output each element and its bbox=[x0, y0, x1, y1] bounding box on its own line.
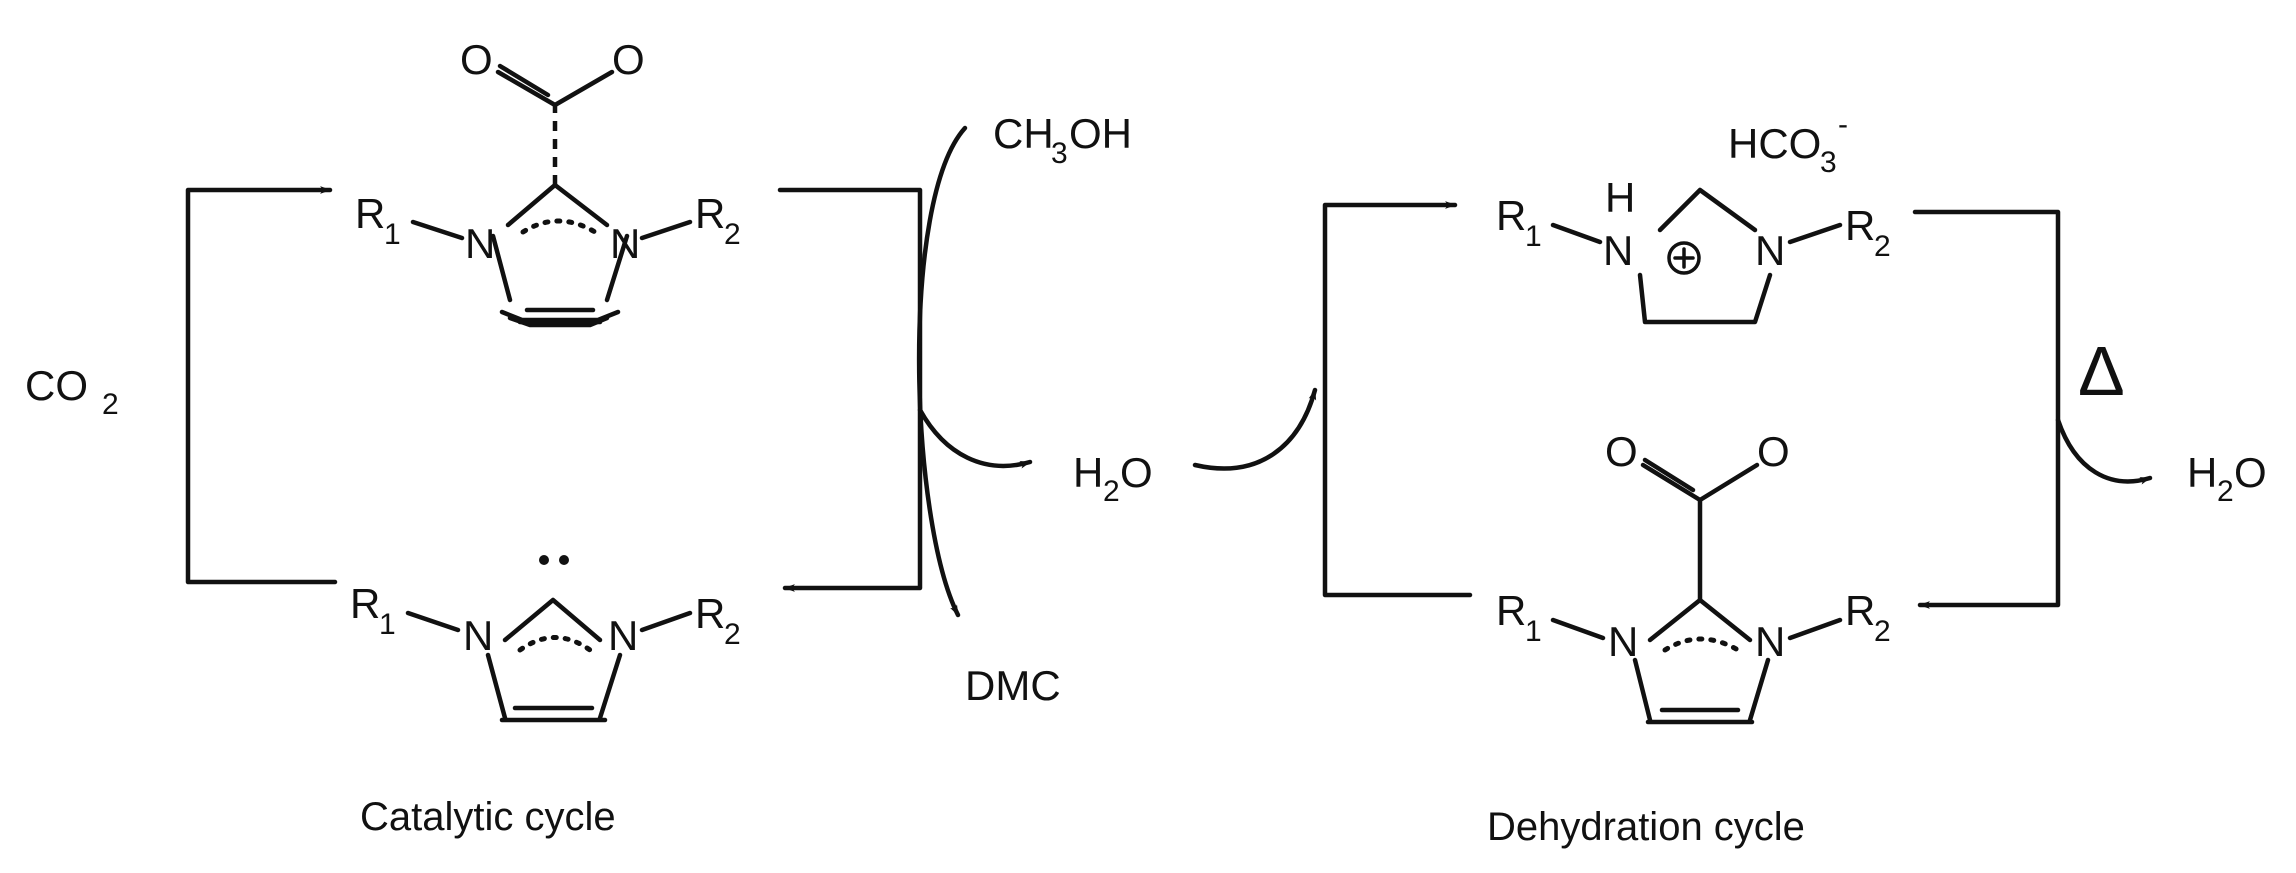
catalytic-cycle: CO 2 CH 3 OH H 2 O DMC bbox=[25, 36, 1153, 839]
delta-label: Δ bbox=[2078, 332, 2125, 410]
positive-charge-icon bbox=[1667, 241, 1701, 275]
svg-text:R: R bbox=[695, 590, 725, 637]
water-release-arrow-2 bbox=[2055, 417, 2153, 485]
svg-text:1: 1 bbox=[379, 608, 396, 641]
svg-text:H: H bbox=[1605, 174, 1635, 221]
svg-text:-: - bbox=[1838, 108, 1848, 141]
nhc-co2-adduct-2: O O N N R 1 R 2 bbox=[1496, 428, 1891, 725]
svg-text:R: R bbox=[1845, 587, 1875, 634]
water-transfer-arrow bbox=[1192, 387, 1318, 471]
svg-text:2: 2 bbox=[102, 388, 119, 421]
svg-text:2: 2 bbox=[724, 618, 741, 651]
dehydration-arrow bbox=[1912, 209, 2061, 609]
svg-text:R: R bbox=[1496, 587, 1526, 634]
svg-text:O: O bbox=[1120, 449, 1153, 496]
co2-label: CO 2 bbox=[25, 362, 119, 421]
dmc-label: DMC bbox=[965, 662, 1061, 709]
methanol-curve-arrow bbox=[916, 125, 968, 618]
svg-text:2: 2 bbox=[724, 218, 741, 251]
svg-text:N: N bbox=[465, 220, 495, 267]
methanol-reaction-arrow bbox=[777, 187, 923, 592]
svg-text:R: R bbox=[1496, 192, 1526, 239]
bicarbonate-label: HCO 3 - bbox=[1728, 108, 1848, 179]
svg-text:O: O bbox=[1757, 428, 1790, 475]
svg-text:2: 2 bbox=[2217, 475, 2234, 508]
svg-text:N: N bbox=[608, 612, 638, 659]
svg-text:R: R bbox=[695, 190, 725, 237]
svg-text:2: 2 bbox=[1103, 475, 1120, 508]
svg-text:N: N bbox=[1608, 618, 1638, 665]
methanol-label: CH 3 OH bbox=[993, 110, 1132, 170]
co2-uptake-arrow bbox=[185, 186, 338, 585]
free-carbene: N N R 1 R 2 bbox=[350, 555, 741, 723]
svg-text:HCO: HCO bbox=[1728, 120, 1821, 167]
svg-text:R: R bbox=[350, 580, 380, 627]
svg-text:N: N bbox=[1755, 227, 1785, 274]
svg-text:O: O bbox=[2234, 449, 2267, 496]
svg-text:O: O bbox=[612, 36, 645, 83]
catalytic-cycle-caption: Catalytic cycle bbox=[360, 795, 616, 839]
svg-text:N: N bbox=[463, 612, 493, 659]
water-label-2: H 2 O bbox=[2187, 449, 2267, 508]
svg-text:3: 3 bbox=[1051, 137, 1068, 170]
svg-text:OH: OH bbox=[1069, 110, 1132, 157]
dehydration-cycle: Δ H 2 O HCO 3 - N H N R 1 R 2 bbox=[1192, 108, 2267, 849]
dehydration-cycle-caption: Dehydration cycle bbox=[1487, 805, 1805, 849]
svg-text:H: H bbox=[1073, 449, 1103, 496]
svg-text:O: O bbox=[1605, 428, 1638, 475]
svg-text:1: 1 bbox=[1525, 220, 1542, 253]
imidazolinium-cation: N H N R 1 R 2 bbox=[1496, 174, 1891, 325]
svg-text:1: 1 bbox=[384, 218, 401, 251]
water-label-1: H 2 O bbox=[1073, 449, 1153, 508]
svg-text:N: N bbox=[1603, 227, 1633, 274]
svg-text:CO: CO bbox=[25, 362, 88, 409]
svg-text:1: 1 bbox=[1525, 615, 1542, 648]
svg-text:3: 3 bbox=[1820, 146, 1837, 179]
svg-text:O: O bbox=[460, 36, 493, 83]
svg-text:R: R bbox=[1845, 202, 1875, 249]
hydration-arrow bbox=[1322, 201, 1473, 598]
svg-text:CH: CH bbox=[993, 110, 1054, 157]
nhc-co2-adduct: O O N N R 1 R 2 bbox=[355, 36, 741, 328]
svg-text:R: R bbox=[355, 190, 385, 237]
svg-text:H: H bbox=[2187, 449, 2217, 496]
water-release-arrow bbox=[917, 407, 1033, 469]
svg-text:2: 2 bbox=[1874, 230, 1891, 263]
svg-text:N: N bbox=[1755, 618, 1785, 665]
svg-text:2: 2 bbox=[1874, 615, 1891, 648]
svg-text:N: N bbox=[610, 220, 640, 267]
